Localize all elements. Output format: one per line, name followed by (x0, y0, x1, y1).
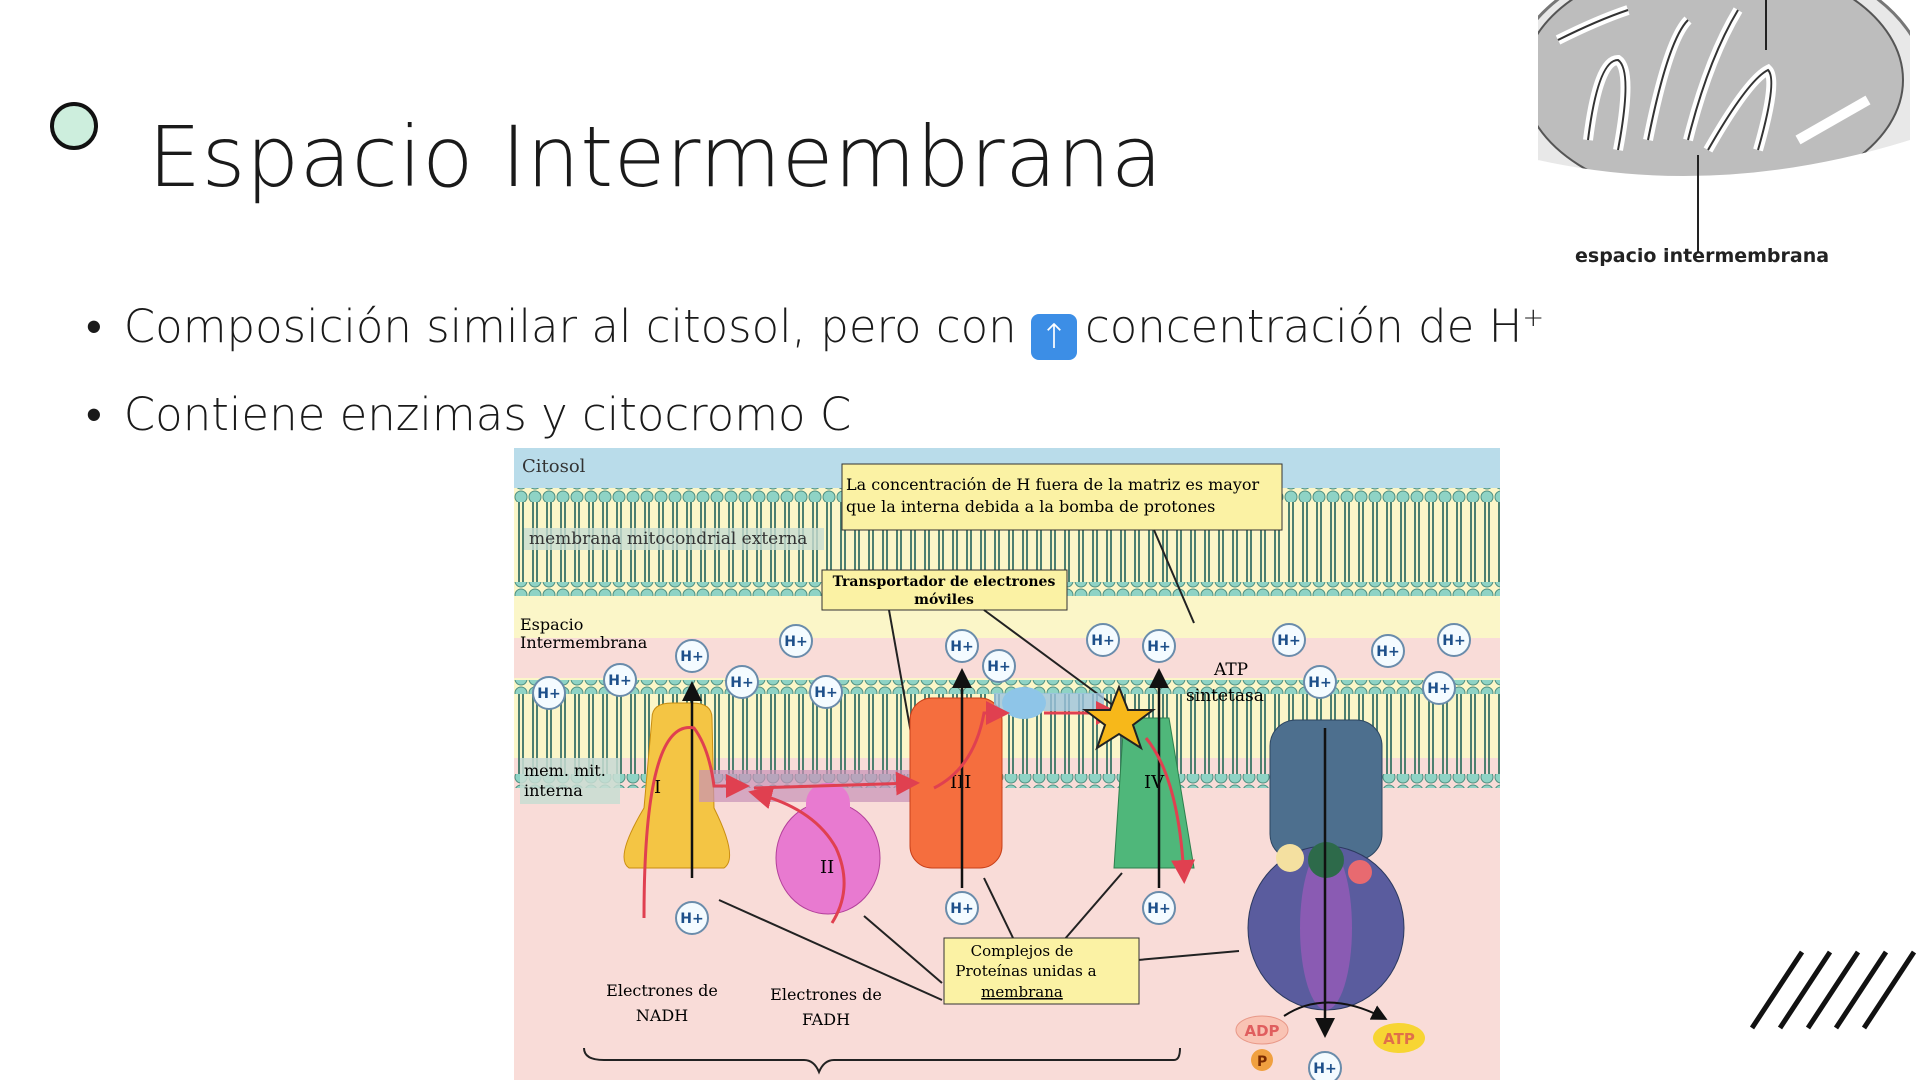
label-outer-membrane: membrana mitocondrial externa (529, 529, 807, 549)
proton-label: H+ (1427, 681, 1450, 697)
svg-text:móviles: móviles (914, 592, 974, 608)
proton-icon (1308, 1051, 1342, 1080)
proton-label: H+ (950, 901, 973, 917)
svg-text:La concentración de H fuera de: La concentración de H fuera de la matriz… (846, 475, 1260, 494)
proton-label: H+ (784, 634, 807, 650)
brace (583, 1047, 1181, 1075)
mito-label: espacio intermembrana (1575, 245, 1829, 267)
svg-text:Electrones de: Electrones de (606, 981, 718, 1000)
svg-text:que la interna debida a la bom: que la interna debida a la bomba de prot… (846, 497, 1215, 516)
svg-text:sintetasa: sintetasa (1186, 686, 1264, 706)
svg-text:ADP: ADP (1244, 1022, 1279, 1040)
proton-icon (1437, 623, 1471, 657)
callout-protein-complexes (943, 937, 1140, 1005)
proton-label: H+ (1442, 633, 1465, 649)
proton-label: H+ (1147, 639, 1170, 655)
proton-icon (675, 901, 709, 935)
proton-group: H+ H+ H+ H+ H+ H+ H+ H+ H+ H+ H+ H+ H+ H+ H+ H+ H+ H+ H+ (532, 623, 1471, 1080)
svg-text:Electrones de: Electrones de (770, 985, 882, 1004)
proton-icon (1303, 665, 1337, 699)
proton-icon (675, 639, 709, 673)
mitochondrion-image: espacio intermembrana (1538, 0, 1910, 270)
proton-label: H+ (537, 686, 560, 702)
proton-label: H+ (1147, 901, 1170, 917)
bullet-list: Composición similar al citosol, pero con… (86, 300, 1544, 469)
svg-text:P: P (1257, 1054, 1267, 1070)
proton-label: H+ (987, 659, 1010, 675)
proton-icon (1272, 623, 1306, 657)
proton-icon (1142, 891, 1176, 925)
proton-icon (532, 676, 566, 710)
svg-text:Proteínas unidas a: Proteínas unidas a (955, 962, 1096, 980)
svg-text:II: II (820, 857, 834, 878)
proton-label: H+ (1376, 644, 1399, 660)
proton-icon (1142, 629, 1176, 663)
star-icon (1082, 684, 1156, 751)
proton-icon (603, 663, 637, 697)
proton-icon (1086, 623, 1120, 657)
proton-icon (1371, 634, 1405, 668)
svg-text:FADH: FADH (802, 1010, 850, 1029)
svg-text:ATP: ATP (1383, 1030, 1415, 1048)
proton-label: H+ (1308, 675, 1331, 691)
slide-title: Espacio Intermembrana (148, 108, 1163, 206)
proton-label: H+ (1091, 633, 1114, 649)
svg-text:III: III (950, 772, 971, 793)
svg-text:mem. mit.: mem. mit. (524, 761, 606, 780)
proton-icon (809, 675, 843, 709)
bullet-item: Contiene enzimas y citocromo C (86, 388, 1544, 441)
label-citosol: Citosol (522, 456, 586, 477)
decorative-slashes (1750, 950, 1917, 1030)
proton-icon (982, 649, 1016, 683)
proton-icon (779, 624, 813, 658)
svg-text:interna: interna (524, 781, 583, 800)
proton-label: H+ (680, 649, 703, 665)
svg-text:Espacio: Espacio (520, 615, 583, 634)
up-arrow-icon: ↑ (1030, 314, 1077, 360)
svg-text:ATP: ATP (1213, 660, 1248, 680)
proton-label: H+ (814, 685, 837, 701)
proton-icon (945, 891, 979, 925)
bullet-item: Composición similar al citosol, pero con… (86, 300, 1544, 360)
proton-label: H+ (608, 673, 631, 689)
callout-mobile-carriers (821, 569, 1068, 611)
proton-label: H+ (730, 675, 753, 691)
svg-text:IV: IV (1144, 772, 1165, 793)
title-bullet-circle (50, 102, 98, 150)
svg-text:I: I (654, 777, 661, 798)
proton-label: H+ (680, 911, 703, 927)
proton-label: H+ (950, 639, 973, 655)
electron-transport-diagram: Citosol membrana mitocondrial externa La… (514, 448, 1500, 1080)
svg-text:Complejos de: Complejos de (971, 942, 1074, 960)
svg-text:membrana: membrana (981, 983, 1063, 1001)
proton-label: H+ (1277, 633, 1300, 649)
proton-icon (725, 665, 759, 699)
proton-label: H+ (1313, 1061, 1336, 1077)
proton-icon (1422, 671, 1456, 705)
svg-text:NADH: NADH (636, 1006, 688, 1025)
proton-icon (945, 629, 979, 663)
svg-text:Transportador de electrones: Transportador de electrones (833, 574, 1056, 590)
svg-text:Intermembrana: Intermembrana (520, 633, 648, 652)
callout-proton-gradient (841, 463, 1283, 531)
